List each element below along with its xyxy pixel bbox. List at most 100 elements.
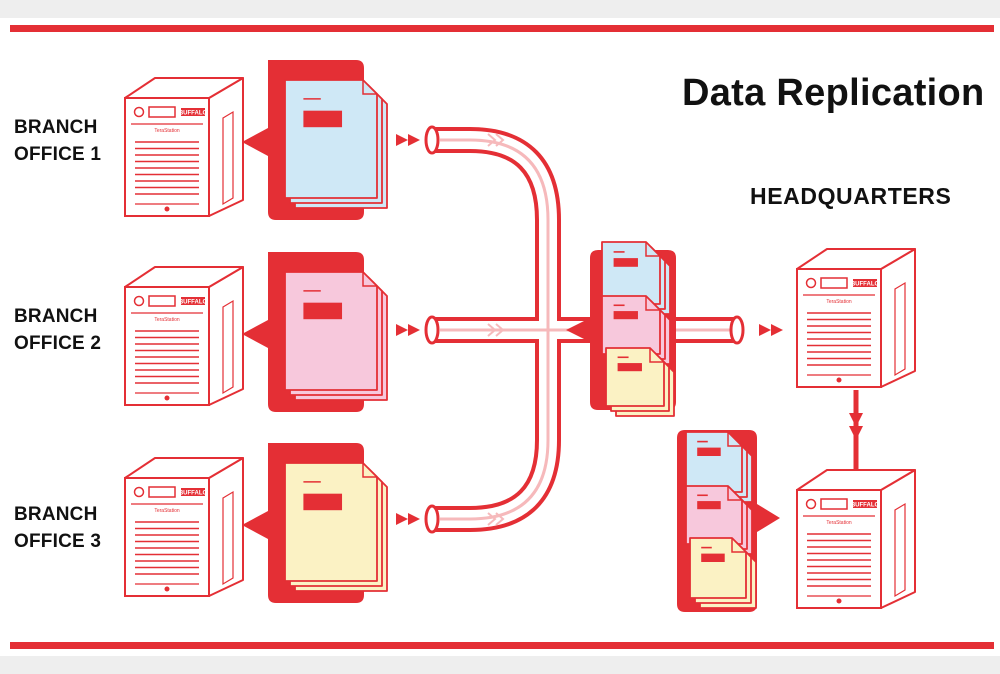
backup-documents-blue [685,431,753,503]
model-logo: TeraStation [826,299,852,305]
page-fold [727,432,742,447]
pipe-mouth [424,504,440,534]
arrow-head-icon [408,513,420,525]
flow-chevron-icon [487,512,505,526]
status-led-icon [836,377,842,383]
text-block [303,493,343,511]
lcd-display [820,498,848,510]
backup-documents-yellow [689,537,757,609]
server-side [208,457,244,597]
server-side [208,77,244,217]
brand-badge [181,488,205,496]
page-fold [727,486,742,501]
pipe-mouth-hq [729,315,745,345]
brand-logo: BUFFALO [851,282,880,288]
branch-office-2-label: BRANCH OFFICE 2 [14,303,101,357]
branch-office-1-line2: OFFICE 1 [14,144,102,165]
top-rule [10,25,994,32]
page-fold [645,242,660,257]
bottom-band [0,656,1000,674]
branch-1-documents [284,79,388,209]
document-page-front [601,295,661,355]
text-block [701,553,725,562]
server-side-vent [222,490,234,586]
lcd-display [148,295,176,307]
server-side-vent [222,110,234,206]
branch-3-documents [284,462,388,592]
text-block [697,447,721,456]
document-page-front [685,431,743,493]
branch-office-1-line1: BRANCH [14,117,98,138]
page-fold [362,80,377,95]
arrow-head-icon [408,324,420,336]
power-button-icon [133,106,145,118]
server-side-vent [222,299,234,395]
merged-documents-yellow [605,347,675,417]
branch-server-1: BUFFALO TeraStation [124,77,244,217]
branch-office-1-label: BRANCH OFFICE 1 [14,114,101,168]
document-page-front [284,271,378,391]
page-fold [362,463,377,478]
brand-badge [853,279,877,287]
branch-2-documents [284,271,388,401]
page-fold [362,272,377,287]
lcd-display [820,277,848,289]
text-block [613,311,638,320]
page-fold [731,538,746,553]
power-button-icon [133,486,145,498]
model-logo: TeraStation [154,128,180,134]
bottom-rule [10,642,994,649]
replication-pipes [424,125,745,534]
branch-office-3-label: BRANCH OFFICE 3 [14,501,101,555]
arrow-head-icon [849,426,863,440]
text-block [613,258,638,267]
arrow-head-icon [849,413,863,427]
arrow-head-icon [396,324,408,336]
server-side [880,469,916,609]
text-block [303,110,343,128]
text-block [697,501,721,510]
brand-badge [181,297,205,305]
brand-logo: BUFFALO [851,503,880,509]
lcd-display [148,486,176,498]
document-page-front [605,347,665,407]
document-page-front [601,241,661,305]
arrow-head-icon [771,324,783,336]
branch-office-3-line1: BRANCH [14,504,98,525]
status-led-icon [164,586,170,592]
headquarters-server-backup: BUFFALO TeraStation [796,469,916,609]
status-led-icon [836,598,842,604]
brand-logo: BUFFALO [179,111,208,117]
status-led-icon [164,395,170,401]
brand-badge [181,108,205,116]
model-logo: TeraStation [154,508,180,514]
arrow-head-icon [396,513,408,525]
power-button-icon [133,295,145,307]
brand-badge [853,500,877,508]
branch-office-3-line2: OFFICE 3 [14,531,102,552]
document-page-front [689,537,747,599]
model-logo: TeraStation [826,520,852,526]
power-button-icon [805,277,817,289]
branch-server-2: BUFFALO TeraStation [124,266,244,406]
status-led-icon [164,206,170,212]
server-side [880,248,916,388]
document-page-front [284,79,378,199]
server-side-vent [894,281,906,377]
headquarters-server-primary: BUFFALO TeraStation [796,248,916,388]
arrow-head-icon [408,134,420,146]
brand-logo: BUFFALO [179,491,208,497]
flow-chevron-icon [487,133,505,147]
model-logo: TeraStation [154,317,180,323]
text-block [303,302,343,320]
branch-office-2-line2: OFFICE 2 [14,333,102,354]
brand-logo: BUFFALO [179,300,208,306]
document-page-front [284,462,378,582]
server-side-vent [894,502,906,598]
branch-server-3: BUFFALO TeraStation [124,457,244,597]
diagram-title: Data Replication [682,72,985,114]
flow-chevron-icon [487,323,505,337]
merged-documents-blue [601,241,671,315]
